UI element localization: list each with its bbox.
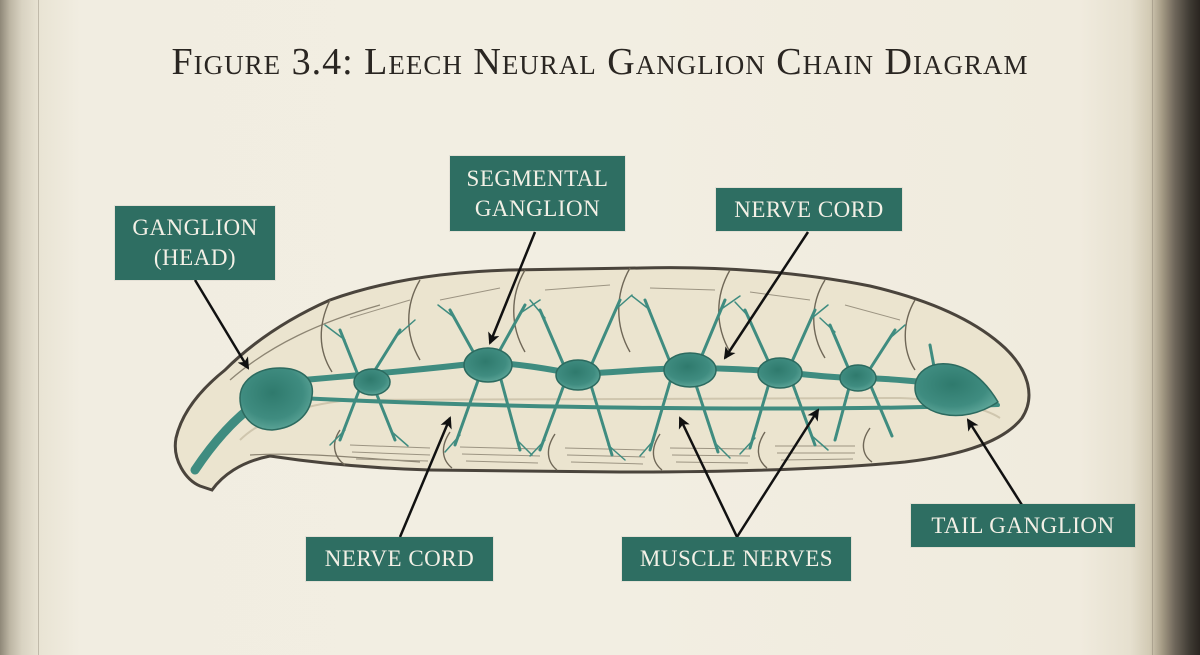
- label-muscle-nerves-text: MUSCLE NERVES: [639, 546, 834, 571]
- segmental-ganglion-6: [839, 364, 877, 392]
- head-ganglion: [239, 367, 314, 431]
- arrow-nerve-cord-bottom: [398, 416, 452, 538]
- segmental-ganglion-5: [757, 357, 803, 389]
- arrow-nerve-cord-top: [723, 231, 810, 360]
- label-tail-ganglion-text: TAIL GANGLION: [931, 512, 1115, 538]
- label-muscle-nerves: MUSCLE NERVES: [622, 537, 851, 581]
- label-segmental-ganglion: SEGMENTAL GANGLION: [450, 156, 625, 231]
- label-ganglion-head-text: GANGLION (HEAD): [132, 215, 258, 270]
- leader-arrows: [193, 231, 1024, 538]
- label-tail-ganglion: TAIL GANGLION: [911, 504, 1135, 547]
- segmental-ganglion-3: [555, 359, 601, 391]
- label-nerve-cord-bottom: NERVE CORD: [306, 537, 493, 581]
- arrow-ganglion-head: [193, 279, 250, 370]
- figure-title: Figure 3.4: Leech Neural Ganglion Chain …: [171, 41, 1029, 83]
- segmental-ganglion-1: [353, 368, 391, 396]
- label-nerve-cord-top-text: NERVE CORD: [734, 196, 884, 222]
- body-segments: [320, 267, 916, 471]
- label-segmental-ganglion-text: SEGMENTAL GANGLION: [466, 165, 609, 221]
- left-page-edge: [38, 0, 39, 655]
- body-outline: [173, 266, 1031, 492]
- label-nerve-cord-bottom-text: NERVE CORD: [324, 546, 475, 571]
- label-nerve-cord-top: NERVE CORD: [716, 188, 902, 231]
- arrow-segmental-ganglion: [488, 231, 537, 345]
- ganglia: [239, 347, 1000, 431]
- arrow-muscle-nerves-right: [735, 408, 820, 538]
- arrow-tail-ganglion: [966, 418, 1024, 506]
- right-page-edge: [1152, 0, 1153, 655]
- label-ganglion-head: GANGLION (HEAD): [115, 206, 275, 280]
- segmental-ganglion-4: [663, 352, 717, 388]
- segmental-ganglion-2: [463, 347, 513, 383]
- tail-ganglion: [914, 363, 1000, 417]
- arrow-muscle-nerves-left: [678, 416, 739, 538]
